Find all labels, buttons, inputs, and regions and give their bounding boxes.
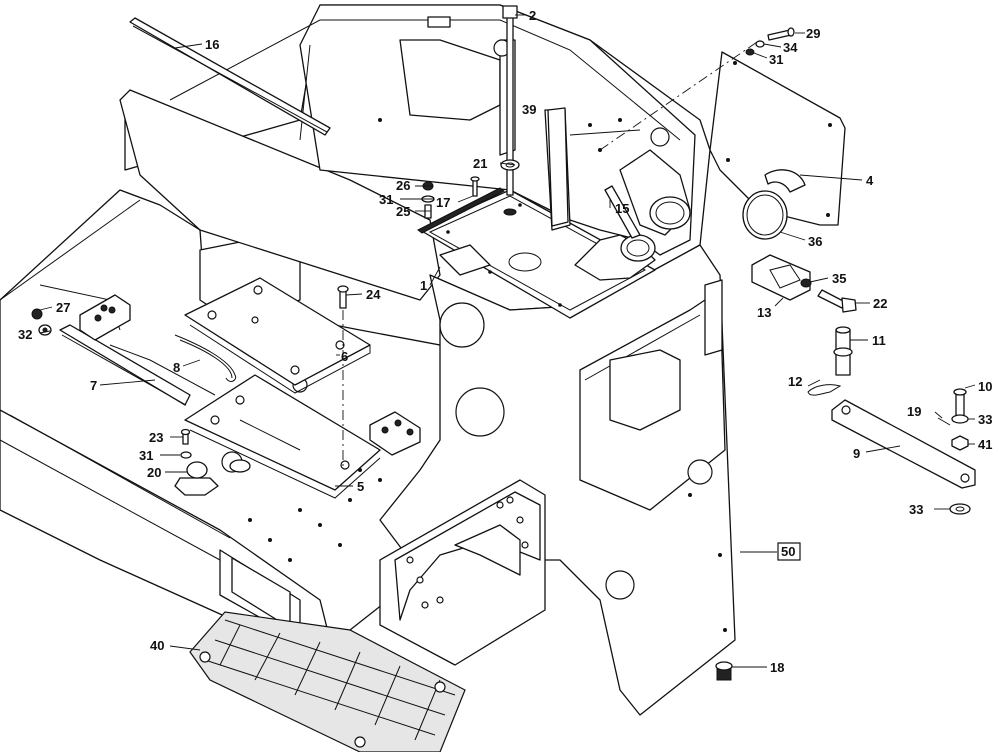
hinge-pin-11 <box>833 326 853 376</box>
callout-10: 10 <box>978 379 992 394</box>
drain-plug-18 <box>715 661 733 681</box>
washer-21 <box>500 159 520 171</box>
callout-23: 23 <box>149 430 163 445</box>
callout-1: 1 <box>420 278 427 293</box>
callout-36: 36 <box>808 234 822 249</box>
spring-clip-12 <box>807 384 842 396</box>
callout-50-box <box>777 542 801 561</box>
bracket-plate-5 <box>184 374 381 499</box>
callout-5: 5 <box>357 479 364 494</box>
terminal-block-right <box>369 411 421 456</box>
callout-7: 7 <box>90 378 97 393</box>
callout-24: 24 <box>366 287 381 302</box>
callout-11: 11 <box>872 333 886 348</box>
screw-23 <box>180 428 191 445</box>
callout-40: 40 <box>150 638 164 653</box>
callout-29: 29 <box>806 26 820 41</box>
callout-25: 25 <box>396 204 410 219</box>
tie-rod-7 <box>59 324 191 406</box>
nut-41 <box>951 435 969 451</box>
callout-35: 35 <box>832 271 846 286</box>
nut-27 <box>31 308 43 320</box>
mounting-plate-6 <box>184 277 371 394</box>
callout-9: 9 <box>853 446 860 461</box>
washer-33-upper <box>951 414 969 424</box>
callout-2: 2 <box>529 8 536 23</box>
screw-24 <box>337 285 349 470</box>
callout-13: 13 <box>757 305 771 320</box>
callout-19: 19 <box>907 404 921 419</box>
callout-17: 17 <box>436 195 450 210</box>
leader-lines <box>39 14 976 668</box>
callout-26: 26 <box>396 178 410 193</box>
callout-34: 34 <box>783 40 798 55</box>
rubber-mount-20 <box>174 461 219 496</box>
callout-50: 50 <box>781 544 795 559</box>
callout-32: 32 <box>18 327 32 342</box>
washer-31-lower <box>180 451 192 459</box>
callout-labels: 2 16 29 34 31 39 4 21 26 31 25 17 15 36 … <box>18 8 992 675</box>
callout-8: 8 <box>173 360 180 375</box>
spacer-25 <box>424 204 432 219</box>
clamp-ring-36 <box>742 190 788 240</box>
callout-33-lower: 33 <box>909 502 923 517</box>
callout-16: 16 <box>205 37 219 52</box>
rubber-mount-rear <box>229 459 251 473</box>
callout-21: 21 <box>473 156 487 171</box>
washer-34 <box>755 40 765 48</box>
screw-17 <box>470 176 480 197</box>
callout-20: 20 <box>147 465 161 480</box>
cable-8 <box>174 334 237 382</box>
callout-41: 41 <box>978 437 992 452</box>
bolt-10 <box>953 388 967 421</box>
washer-33-lower <box>949 503 971 515</box>
callout-22: 22 <box>873 296 887 311</box>
washer-31-panel <box>745 48 755 56</box>
pin-19 <box>937 417 951 426</box>
callout-39: 39 <box>522 102 536 117</box>
callout-33-upper: 33 <box>978 412 992 427</box>
washer-32 <box>38 324 52 336</box>
callout-4: 4 <box>866 173 874 188</box>
link-bar-9 <box>831 399 976 489</box>
callout-18: 18 <box>770 660 784 675</box>
callout-31-lower: 31 <box>139 448 153 463</box>
access-panel-4 <box>599 39 846 226</box>
callout-31-center: 31 <box>379 192 393 207</box>
terminal-block-left <box>79 294 131 341</box>
washer-35 <box>800 278 812 288</box>
floor-mat-40 <box>189 611 466 752</box>
bracket-39 <box>547 107 569 227</box>
bolt-22 <box>817 289 857 313</box>
callout-27: 27 <box>56 300 70 315</box>
screw-29 <box>767 27 795 41</box>
cover-plate <box>417 187 656 319</box>
callout-31-panel: 31 <box>769 52 783 67</box>
callout-15: 15 <box>615 201 629 216</box>
hinge-block-13 <box>751 254 811 301</box>
callout-12: 12 <box>788 374 802 389</box>
callout-6: 6 <box>341 349 348 364</box>
